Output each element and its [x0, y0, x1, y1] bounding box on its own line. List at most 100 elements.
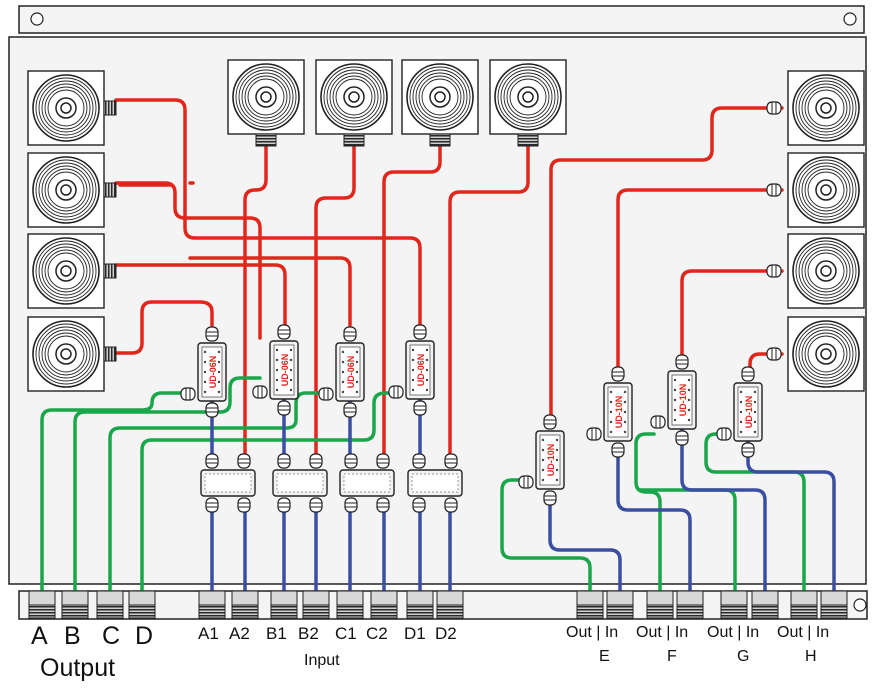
cable — [448, 144, 530, 460]
port-grip — [198, 604, 226, 619]
filter-screw — [341, 370, 345, 374]
speaker-ring — [332, 75, 376, 119]
filter-screw — [217, 370, 221, 374]
speaker-left-2 — [27, 152, 105, 228]
speaker-left-3 — [27, 233, 105, 309]
input-title: Input — [304, 652, 340, 669]
sma-connector — [586, 427, 602, 441]
sma-connector — [318, 387, 334, 401]
filter-screw — [275, 368, 279, 372]
connector-nut — [309, 497, 323, 513]
cable — [140, 391, 392, 592]
connector-nut — [413, 324, 427, 340]
filter-screw — [411, 388, 415, 392]
filter-screw — [541, 438, 545, 442]
connector-nut — [318, 387, 334, 401]
filter-screw — [609, 420, 613, 424]
filter-screw — [555, 468, 559, 472]
outin-label-e: Out | In — [566, 624, 619, 641]
filter-screw — [275, 348, 279, 352]
speaker-ring — [795, 323, 857, 385]
input-label-d1: D1 — [404, 624, 426, 643]
speaker-ring — [804, 332, 848, 376]
speaker-ring — [323, 66, 385, 128]
cable — [500, 478, 592, 592]
speaker-dome — [60, 348, 72, 360]
connector-nut — [675, 354, 689, 370]
speaker-ring — [47, 335, 85, 373]
port-grip — [646, 604, 674, 619]
sma-connector — [237, 453, 251, 469]
output-label-b: B — [64, 622, 81, 650]
speaker-dome — [820, 265, 832, 277]
sma-connector — [237, 497, 251, 513]
coupler-face — [276, 473, 324, 493]
input-label-c1: C1 — [335, 624, 357, 643]
filter-screw — [687, 408, 691, 412]
speaker-dome — [260, 91, 272, 103]
sma-connector — [376, 453, 390, 469]
outin-label-g: Out | In — [707, 624, 760, 641]
speaker-ring — [47, 89, 85, 127]
connector-nut — [376, 453, 390, 469]
filter-left-4: UD-06N — [405, 340, 435, 400]
bottom-port — [370, 590, 398, 619]
coupler-1 — [200, 453, 256, 513]
sma-connector — [277, 400, 291, 416]
speaker-ring — [44, 168, 88, 212]
port-housing — [406, 590, 434, 606]
filter-screw — [541, 448, 545, 452]
connector-nut — [237, 453, 251, 469]
port-housing — [198, 590, 226, 606]
speaker-ring — [38, 326, 94, 382]
sma-connector — [344, 453, 358, 469]
filter-right-3: UD-10N — [667, 370, 697, 430]
connector-nut — [650, 415, 666, 429]
speaker-ring — [35, 159, 97, 221]
sma-connector — [344, 497, 358, 513]
port-grip — [576, 604, 604, 619]
filter-screw — [739, 430, 743, 434]
speaker-ring — [795, 240, 857, 302]
speaker-dome — [60, 265, 72, 277]
cable — [616, 188, 784, 382]
sma-connector — [444, 453, 458, 469]
filter-screw — [275, 378, 279, 382]
output-label-a: A — [31, 622, 48, 650]
speaker-ring — [798, 326, 854, 382]
speaker-ring — [500, 69, 556, 125]
port-grip — [406, 604, 434, 619]
filter-screw — [555, 478, 559, 482]
filter-screw — [411, 348, 415, 352]
group-label-h: H — [805, 648, 817, 665]
port-housing — [720, 590, 748, 606]
speaker-ring — [326, 69, 382, 125]
connector-nut — [205, 453, 219, 469]
sma-connector — [543, 490, 557, 506]
port-housing — [96, 590, 124, 606]
filter-screw — [739, 400, 743, 404]
sma-connector — [343, 402, 357, 418]
connector-nut — [277, 324, 291, 340]
mount-hole — [30, 12, 44, 26]
filter-label: UD-10N — [546, 444, 556, 477]
port-housing — [436, 590, 464, 606]
sma-connector — [388, 385, 404, 399]
cable — [748, 352, 784, 374]
bottom-port — [820, 590, 848, 619]
speaker-layer — [27, 59, 865, 392]
filter-screw — [555, 458, 559, 462]
port-housing — [270, 590, 298, 606]
port-housing — [231, 590, 259, 606]
filter-right-2: UD-10N — [603, 382, 633, 442]
speaker-ring — [35, 77, 97, 139]
filter-screw — [275, 388, 279, 392]
group-label-f: F — [667, 648, 677, 665]
filter-screw — [411, 378, 415, 382]
input-label-d2: D2 — [435, 624, 457, 643]
sma-connector — [741, 442, 755, 458]
filter-screw — [753, 390, 757, 394]
filter-screw — [609, 390, 613, 394]
speaker-ring — [798, 162, 854, 218]
